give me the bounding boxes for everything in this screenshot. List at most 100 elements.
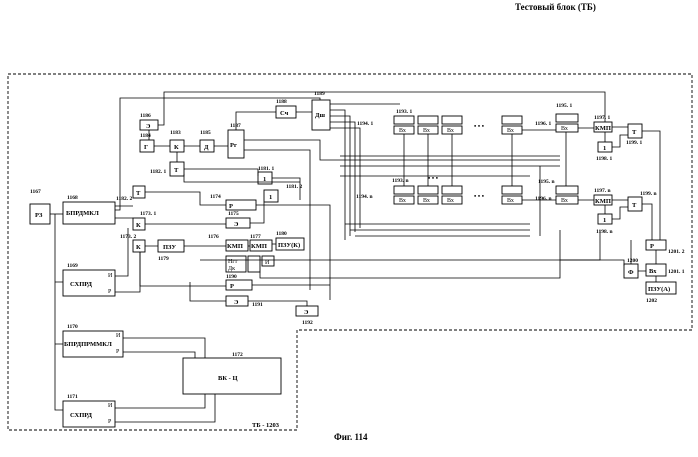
pzua-label: ПЗУ(А) xyxy=(648,286,670,293)
dk2-block xyxy=(248,256,260,272)
wire-left-bus xyxy=(55,214,63,410)
pzu-label: ПЗУ xyxy=(163,244,176,251)
row-top-vx-1-label: Вх xyxy=(399,128,406,134)
row-bottom-kmp3-label: КМП xyxy=(595,198,611,205)
rg-num: 1187 xyxy=(230,123,241,129)
row-top-vx-num: 1194. 1 xyxy=(357,121,373,127)
e1186-label: Э xyxy=(146,123,151,130)
e1175-label: Э xyxy=(234,221,239,228)
e1191-num: 1191 xyxy=(252,302,263,308)
one1181-2-label: 1 xyxy=(269,194,272,201)
r1174-label: Р xyxy=(229,203,233,210)
row-top-kmp3-num: 1197. 1 xyxy=(594,115,610,121)
row-bottom-vx-3-label: Вх xyxy=(447,198,454,204)
register-row-bottom: 1193. n 1194. n Вх Вх Вх Вх • • • • • • … xyxy=(356,175,657,235)
wire-bprdprm-vkc xyxy=(123,338,205,358)
row-top-ellipsis: • • • xyxy=(474,123,485,130)
row-bottom-reg-num: 1193. n xyxy=(392,178,409,184)
kmp1176-num: 1176 xyxy=(208,234,219,240)
row-top-vx-3-label: Вх xyxy=(447,128,454,134)
sxprd2-num: 1171 xyxy=(67,394,78,400)
bprdmkl-num: 1168 xyxy=(67,195,78,201)
r1190-num: 1190 xyxy=(226,274,237,280)
e1186-num: 1186 xyxy=(140,113,151,119)
sxprd1-label: СХПРД xyxy=(70,281,93,288)
kmp1176-label: КМП xyxy=(227,243,243,250)
sch-num: 1188 xyxy=(276,99,287,105)
k1183-num: 1183 xyxy=(170,130,181,136)
k1173-2-label: К xyxy=(136,244,141,251)
row-bottom-vx-4-label: Вх xyxy=(507,198,514,204)
d1185-label: Д xyxy=(204,144,209,151)
row-top-reg-4 xyxy=(502,116,522,124)
pzua-num: 1202 xyxy=(646,298,657,304)
bprdprmmkl-num: 1170 xyxy=(67,324,78,330)
register-row-top: 1193. 1 1194. 1 Вх Вх Вх Вх • • • 1195. … xyxy=(357,103,642,162)
rz-num: 1167 xyxy=(30,189,41,195)
vkc-num: 1172 xyxy=(232,352,243,358)
sxprd2-label: СХПРД xyxy=(70,412,93,419)
row-top-t-num: 1199. 1 xyxy=(626,140,642,146)
vx1201-num: 1201. 1 xyxy=(668,269,685,275)
k1173-1-num: 1173. 1 xyxy=(140,211,156,217)
row-bottom-reg-4 xyxy=(502,186,522,194)
row-bottom-kmp-vx-label: Вх xyxy=(561,198,568,204)
row-top-vx-4-label: Вх xyxy=(507,128,514,134)
k1173-2-num: 1173. 2 xyxy=(120,234,136,240)
i-label: И xyxy=(265,260,270,266)
bprdmkl-label: БПРДМКЛ xyxy=(66,210,99,217)
vx1201-label: Вх xyxy=(649,268,657,275)
row-top-kmp2-num: 1196. 1 xyxy=(535,121,551,127)
t1182-label: Т xyxy=(174,167,179,174)
sxprd1-num: 1169 xyxy=(67,263,78,269)
sch-label: Сч xyxy=(280,110,289,117)
k1173-1-label: К xyxy=(136,222,141,229)
e1192-label: Э xyxy=(304,309,309,316)
row-top-reg-num: 1193. 1 xyxy=(396,109,412,115)
row-top-one-label: 1 xyxy=(603,145,606,152)
r1174-num: 1174 xyxy=(210,194,221,200)
row-bottom-kmp3-num: 1197. n xyxy=(594,188,611,194)
row-bottom-vx-1-label: Вх xyxy=(399,198,406,204)
f1200-label: Ф xyxy=(628,269,634,276)
t1182-2-label: Т xyxy=(136,190,141,197)
row-bottom-vx-2-label: Вх xyxy=(423,198,430,204)
k1183-label: К xyxy=(174,144,179,151)
row-bottom-one-label: 1 xyxy=(603,217,606,224)
row-top-reg-3 xyxy=(442,116,462,124)
row-top-kmp-reg xyxy=(556,114,578,122)
e1192-num: 1192 xyxy=(302,320,313,326)
f1200-num: 1200 xyxy=(627,258,638,264)
d1185-num: 1185 xyxy=(200,130,211,136)
wire-ctrl-13 xyxy=(260,230,560,278)
row-bottom-one-num: 1198. n xyxy=(596,229,613,235)
row-top-vx-2-label: Вх xyxy=(423,128,430,134)
row-top-kmp-num: 1195. 1 xyxy=(556,103,572,109)
row-bottom-t-num: 1199. n xyxy=(640,191,657,197)
diagram-title: Тестовый блок (ТБ) xyxy=(515,2,596,12)
vkc-label: ВК - Ц xyxy=(218,375,238,382)
wire-ctrl-5 xyxy=(184,169,300,200)
wire-sxprd2-vkc xyxy=(115,394,215,422)
t1182-num: 1182. 1 xyxy=(150,169,166,175)
t1182-2-num: 1182. 2 xyxy=(116,196,132,202)
g-label: Г xyxy=(144,144,148,151)
wire-right-bottom xyxy=(560,240,656,282)
row-top-one-num: 1198. 1 xyxy=(596,156,612,162)
wire-bprdmkl-right xyxy=(115,206,133,218)
row-bottom-kmp-reg xyxy=(556,186,578,194)
r1201-block xyxy=(646,240,666,250)
rg-label: Рг xyxy=(230,142,237,149)
row-bottom-reg-2 xyxy=(418,186,438,194)
one1181-1-num: 1181. 1 xyxy=(258,166,274,172)
row-bottom-kmp2-num: 1196. n xyxy=(535,196,552,202)
row-bottom-vx-num: 1194. n xyxy=(356,194,373,200)
row-top-kmp-vx-label: Вх xyxy=(561,126,568,132)
row-top-reg-1 xyxy=(394,116,414,124)
r1201-label: Р xyxy=(650,243,654,250)
r1190-label: Р xyxy=(230,283,234,290)
kmp1177-num: 1177 xyxy=(250,234,261,240)
dk-label: Дк xyxy=(228,266,235,272)
pzuk-label: ПЗУ(К) xyxy=(278,242,300,249)
